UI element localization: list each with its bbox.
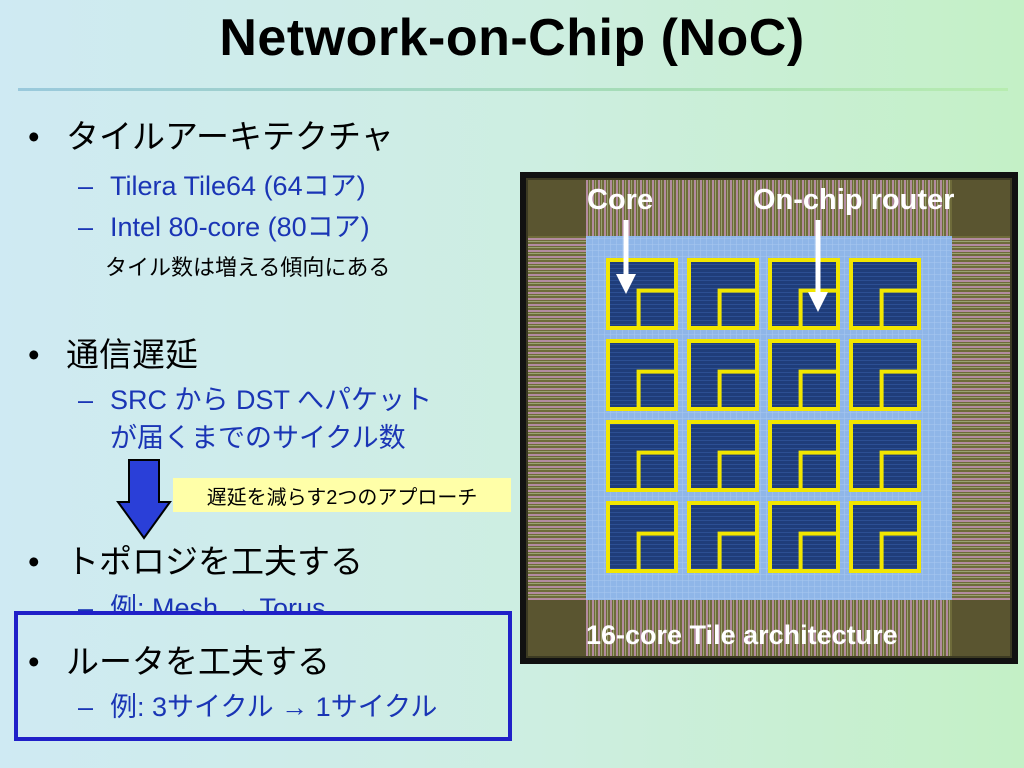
sub-bullet-text: 例: 3サイクル → 1サイクル [110,692,438,722]
tile [606,339,678,412]
sub-bullet-mesh-torus: – 例: Mesh → Torus [78,586,326,614]
bullet-text: ルータを工夫する [66,643,330,680]
router-block [798,369,841,412]
router-block [636,531,678,574]
router-block [717,450,760,493]
tile-grid [606,258,922,574]
bullet-router: • ルータを工夫する [28,635,330,683]
down-arrow-icon [116,459,172,540]
bullet-text: タイルアーキテクチャ [66,118,394,155]
router-block [879,369,922,412]
tile [606,420,678,493]
sub-bullet-intel: – Intel 80-core (80コア) [78,205,370,244]
router-block [717,288,760,330]
router-block [879,288,922,330]
sub-bullet-text: が届くまでのサイクル数 [110,423,406,453]
bullet-topology: • トポロジを工夫する [28,535,363,583]
tile [849,420,922,493]
router-block [717,369,760,412]
tile [768,501,841,574]
tile [606,258,678,330]
router-block [798,531,841,574]
router-block [879,531,922,574]
bullet-text: トポロジを工夫する [66,543,363,580]
tile [849,501,922,574]
sub-bullet-tilera: – Tilera Tile64 (64コア) [78,164,366,203]
bullet-dot: • [28,118,40,155]
tile [687,339,760,412]
tile [687,501,760,574]
core-label: Core [587,184,654,216]
title-divider [18,88,1008,91]
router-label: On-chip router [753,184,955,216]
sub-bullet-src-dst: – SRC から DST へパケット [78,378,432,417]
router-block [636,369,678,412]
tile [849,258,922,330]
tile [606,501,678,574]
sub-bullet-cycle-count: が届くまでのサイクル数 [110,416,406,455]
bullet-tile-architecture: • タイルアーキテクチャ [28,110,394,158]
tile [687,420,760,493]
tile-count-note: タイル数は増える傾向にある [105,255,391,280]
sub-bullet-text: Intel 80-core (80コア) [110,212,370,242]
sub-bullet-text: SRC から DST へパケット [110,385,433,415]
tile [768,339,841,412]
callout-two-approaches: 遅延を減らす2つのアプローチ [173,478,511,512]
sub-bullet-cycles: – 例: 3サイクル → 1サイクル [78,685,437,724]
router-pointer-arrow-icon [808,220,828,312]
slide-title: Network-on-Chip (NoC) [219,9,805,67]
sub-bullet-text: 例: Mesh → Torus [110,593,326,614]
bullet-latency: • 通信遅延 [28,328,198,376]
tile [849,339,922,412]
highlight-box [14,611,512,741]
router-block [717,531,760,574]
router-block [636,288,678,330]
core-pointer-arrow-icon [616,220,636,294]
tile [687,258,760,330]
router-block [879,450,922,493]
chip-die-drawing [526,178,1012,658]
tile [768,420,841,493]
sub-bullet-text: Tilera Tile64 (64コア) [110,171,366,201]
figure-caption: 16-core Tile architecture [586,620,898,650]
chip-die-image: Core On-chip router 16-core Tile archite… [520,172,1018,664]
router-block [798,450,841,493]
bullet-text: 通信遅延 [66,336,198,373]
router-block [636,450,678,493]
